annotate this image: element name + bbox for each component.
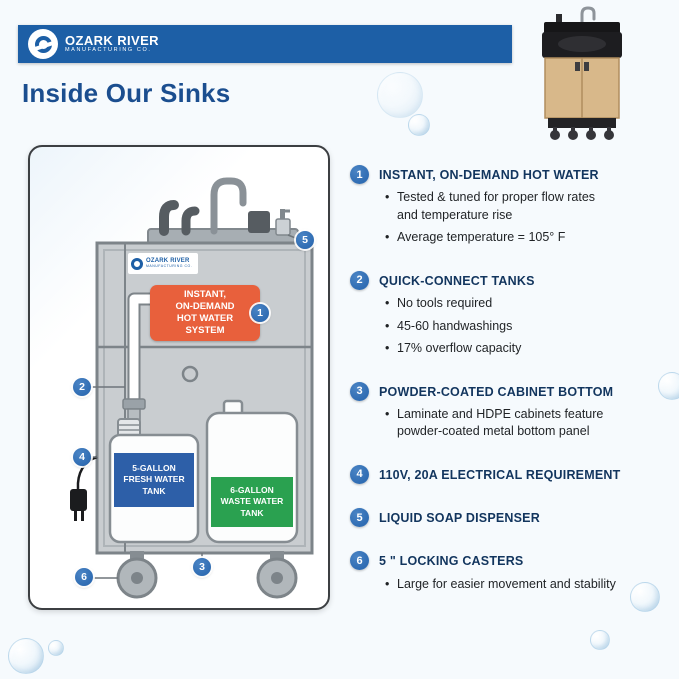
logo-icon [28,29,58,59]
power-plug [70,489,87,511]
fresh-tank-label: 5-GALLON FRESH WATER TANK [114,453,194,507]
bubble-decoration [408,114,430,136]
diagram-brand-name: OZARK RIVER [146,258,190,265]
feature-item: 2 QUICK-CONNECT TANKS No tools required 4… [350,270,670,363]
feature-title: LIQUID SOAP DISPENSER [379,511,540,525]
quick-connect-fitting [122,398,146,410]
feature-bullet: Tested & tuned for proper flow rates and… [385,189,619,224]
feature-number-badge: 3 [350,381,369,401]
callout-2: 2 [73,378,91,396]
feature-bullet: 45-60 handwashings [385,318,535,336]
feature-item: 5 LIQUID SOAP DISPENSER [350,507,670,532]
soap-dispenser-bottle [275,218,291,236]
callout-5: 5 [296,231,314,249]
callout-1: 1 [251,304,269,322]
waste-tank-label: 6-GALLON WASTE WATER TANK [211,477,293,527]
feature-title: INSTANT, ON-DEMAND HOT WATER [379,168,599,182]
hot-water-system-label: INSTANT, ON-DEMAND HOT WATER SYSTEM [150,285,260,341]
feature-bullets: No tools required 45-60 handwashings 17% o… [379,295,535,358]
bubble-decoration [48,640,64,656]
feature-bullet: Average temperature = 105° F [385,229,619,247]
bubble-decoration [8,638,44,674]
sink-cutaway-svg [70,177,314,599]
feature-number-badge: 6 [350,551,369,571]
bubble-decoration [590,630,610,650]
sink-diagram-panel: OZARK RIVER MANUFACTURING CO. INSTANT, O… [28,145,330,610]
bubble-decoration [377,72,423,118]
product-sink-bowl [558,36,606,52]
diagram-ozark-logo: OZARK RIVER MANUFACTURING CO. [128,253,198,274]
feature-number-badge: 4 [350,464,369,484]
logo-icon [131,257,143,270]
feature-bullet: 17% overflow capacity [385,340,535,358]
product-door-handle [575,62,580,71]
diagram-faucet [210,177,247,235]
feature-number-badge: 2 [350,270,369,290]
brand-subtitle: MANUFACTURING CO. [65,47,152,54]
product-caster [586,130,596,140]
brand-name: OZARK RIVER [65,32,159,48]
callout-3: 3 [193,558,211,576]
bubble-decoration [658,372,679,400]
diagram-dispenser-left [159,200,179,236]
feature-title: QUICK-CONNECT TANKS [379,273,535,288]
feature-bullets: Laminate and HDPE cabinets feature powde… [379,406,619,441]
callout-6: 6 [75,568,93,586]
feature-title: POWDER-COATED CABINET BOTTOM [379,384,614,399]
feature-bullet: Large for easier movement and stability [385,576,616,594]
feature-number-badge: 1 [350,165,369,184]
feature-bullets: Large for easier movement and stability [379,576,616,594]
feature-bullet: Laminate and HDPE cabinets feature powde… [385,406,619,441]
product-door-handle [584,62,589,71]
page-title: Inside Our Sinks [22,78,231,108]
product-faucet [580,6,596,30]
callout-4: 4 [73,448,91,466]
ozark-river-logo: OZARK RIVER MANUFACTURING CO. [28,29,159,59]
feature-item: 1 INSTANT, ON-DEMAND HOT WATER Tested & … [350,164,670,252]
feature-number-badge: 5 [350,508,369,527]
feature-item: 4 110V, 20A ELECTRICAL REQUIREMENT [350,464,670,489]
feature-title: 110V, 20A ELECTRICAL REQUIREMENT [379,467,621,482]
power-cord [76,455,98,490]
product-caster [604,130,614,140]
product-sink-photo [536,2,628,142]
product-sink-art [542,6,622,140]
product-caster [550,130,560,140]
feature-title: 5 " LOCKING CASTERS [379,554,524,569]
product-base [548,118,616,128]
features-list: 1 INSTANT, ON-DEMAND HOT WATER Tested & … [350,164,670,616]
product-backsplash [544,22,620,34]
feature-bullets: Tested & tuned for proper flow rates and… [379,189,619,247]
feature-item: 6 5 " LOCKING CASTERS Large for easier m… [350,550,670,598]
diagram-brand-subtitle: MANUFACTURING CO. [146,264,193,269]
bubble-decoration [630,582,660,612]
header-bar: OZARK RIVER MANUFACTURING CO. [18,25,512,63]
diagram-dispenser-right [248,211,270,233]
product-soap-dispenser [556,14,562,26]
feature-bullet: No tools required [385,295,535,313]
feature-item: 3 POWDER-COATED CABINET BOTTOM Laminate … [350,381,670,446]
product-caster [568,130,578,140]
diagram-dispenser-left [181,206,200,236]
diagram-vent-hole [181,365,199,383]
